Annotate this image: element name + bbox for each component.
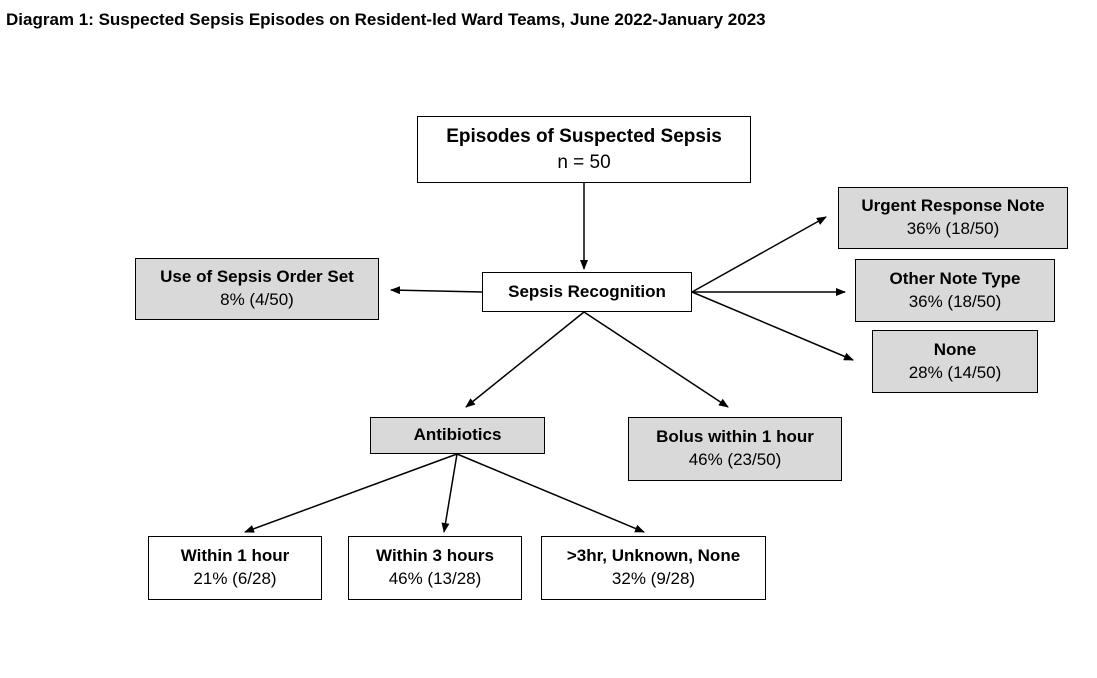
node-none-note: None 28% (14/50) xyxy=(872,330,1038,393)
arrow-recognition-to-order-set xyxy=(390,286,483,295)
node-other-note-type-value: 36% (18/50) xyxy=(908,291,1002,311)
node-within-3-hours-label: Within 3 hours xyxy=(376,546,494,566)
arrow-antibiotics-to-within1 xyxy=(244,453,458,533)
node-bolus-label: Bolus within 1 hour xyxy=(656,427,814,447)
arrow-recognition-to-bolus xyxy=(583,311,729,408)
node-other-note-type: Other Note Type 36% (18/50) xyxy=(855,259,1055,322)
node-urgent-response-note: Urgent Response Note 36% (18/50) xyxy=(838,187,1068,249)
node-other-note-type-label: Other Note Type xyxy=(889,268,1021,288)
node-order-set: Use of Sepsis Order Set 8% (4/50) xyxy=(135,258,379,320)
node-bolus-value: 46% (23/50) xyxy=(688,450,782,469)
node-within-3-hours: Within 3 hours 46% (13/28) xyxy=(348,536,522,600)
node-order-set-value: 8% (4/50) xyxy=(220,290,294,309)
node-over-3-hours-value: 32% (9/28) xyxy=(611,569,696,588)
node-suspected-sepsis: Episodes of Suspected Sepsis n = 50 xyxy=(417,116,751,183)
diagram-title: Diagram 1: Suspected Sepsis Episodes on … xyxy=(6,10,766,29)
node-sepsis-recognition-label: Sepsis Recognition xyxy=(508,281,666,301)
node-within-1-hour: Within 1 hour 21% (6/28) xyxy=(148,536,322,600)
node-within-1-hour-label: Within 1 hour xyxy=(180,546,290,566)
node-urgent-response-note-label: Urgent Response Note xyxy=(861,196,1045,216)
node-suspected-sepsis-label: Episodes of Suspected Sepsis xyxy=(446,125,722,147)
node-suspected-sepsis-value: n = 50 xyxy=(557,151,611,173)
node-urgent-response-note-value: 36% (18/50) xyxy=(906,219,1000,238)
arrow-recognition-to-urgent-note xyxy=(691,216,827,293)
node-order-set-label: Use of Sepsis Order Set xyxy=(160,267,354,287)
node-antibiotics: Antibiotics xyxy=(370,417,545,454)
node-antibiotics-label: Antibiotics xyxy=(413,425,502,445)
arrow-recognition-to-none-note xyxy=(691,291,854,361)
node-within-1-hour-value: 21% (6/28) xyxy=(193,569,277,588)
node-over-3-hours: >3hr, Unknown, None 32% (9/28) xyxy=(541,536,766,600)
node-within-3-hours-value: 46% (13/28) xyxy=(388,569,482,588)
node-bolus: Bolus within 1 hour 46% (23/50) xyxy=(628,417,842,481)
arrow-recognition-to-antibiotics xyxy=(465,311,585,408)
node-none-note-value: 28% (14/50) xyxy=(908,362,1002,382)
arrow-antibiotics-to-over3 xyxy=(456,453,645,533)
node-over-3-hours-label: >3hr, Unknown, None xyxy=(566,546,741,566)
arrow-antibiotics-to-within3 xyxy=(441,453,458,533)
node-sepsis-recognition: Sepsis Recognition xyxy=(482,272,692,312)
node-none-note-label: None xyxy=(933,339,977,359)
